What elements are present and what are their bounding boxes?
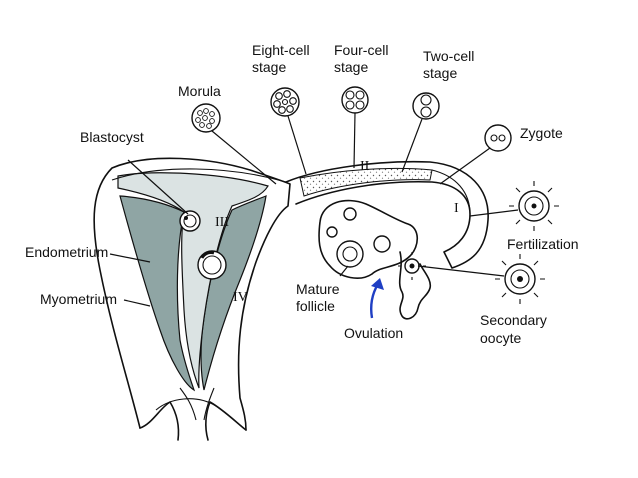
stage-marker-iv: IV (233, 290, 248, 305)
mature-follicle-inner (342, 246, 358, 262)
ovary (318, 199, 432, 320)
endometrium-right (200, 195, 267, 391)
label-two-cell: Two-cell stage (423, 48, 478, 81)
label-four-cell: Four-cell stage (334, 42, 392, 75)
ovulation-arrow (370, 278, 384, 319)
label-fertilization: Fertilization (507, 236, 579, 252)
label-myometrium: Myometrium (40, 291, 117, 307)
label-endometrium: Endometrium (25, 244, 108, 260)
mature-follicle-shape (336, 240, 364, 268)
uterine-tube (285, 160, 489, 269)
myometrium-wall (93, 157, 291, 431)
cervical-canal (179, 387, 215, 421)
implanting-blastocyst (197, 250, 227, 280)
uterus (93, 157, 291, 441)
four-cell-cell (341, 86, 369, 114)
label-zygote: Zygote (520, 125, 563, 141)
follicle-small (343, 207, 357, 221)
fertilization-cell (509, 181, 559, 231)
ovulated-oocyte (398, 252, 426, 280)
label-secondary-oocyte: Secondary oocyte (480, 312, 551, 346)
secondary-oocyte-cell (495, 254, 545, 304)
tube-lumen (299, 167, 433, 197)
tube-ampulla (431, 169, 471, 215)
label-eight-cell: Eight-cell stage (252, 42, 313, 75)
ovary-outline (318, 199, 419, 279)
stage-marker-i: I (454, 201, 459, 216)
stage-marker-ii: II (360, 159, 370, 174)
cervix-right (205, 401, 247, 441)
label-morula: Morula (178, 83, 221, 99)
leader-lines (109, 112, 519, 307)
tube-outer (285, 160, 489, 269)
label-ovulation: Ovulation (344, 325, 403, 341)
eight-cell-cell (270, 87, 300, 117)
morula-cell (191, 103, 221, 133)
zygote-cell (484, 124, 512, 152)
fimbriae (398, 251, 432, 320)
blastocyst-cell (179, 210, 201, 232)
cervix-inner (155, 398, 217, 411)
label-mature-follicle: Mature follicle (296, 281, 343, 314)
fundus-line (111, 168, 287, 183)
stage-marker-iii: III (215, 215, 229, 230)
follicle-small-2 (373, 235, 391, 253)
two-cell-cell (412, 92, 440, 120)
label-blastocyst: Blastocyst (80, 129, 144, 145)
follicle-small-3 (326, 226, 338, 238)
